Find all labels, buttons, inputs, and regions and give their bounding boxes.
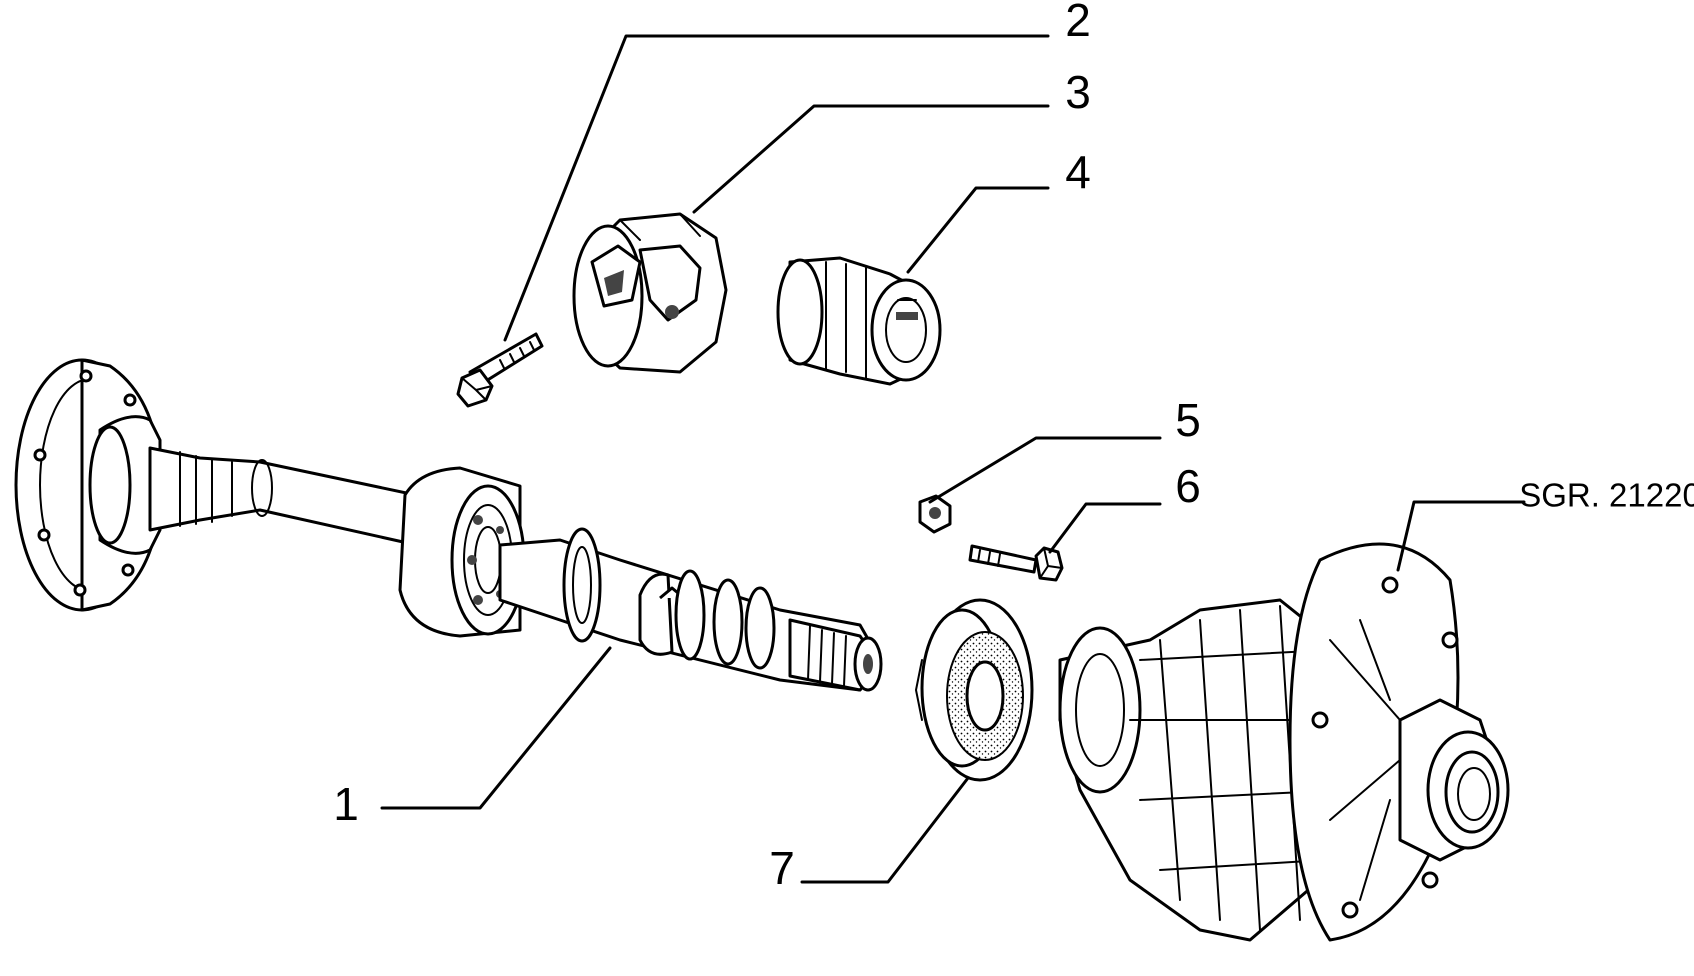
stud-part bbox=[968, 544, 1064, 582]
callout-5: 5 bbox=[1175, 394, 1201, 446]
callout-3: 3 bbox=[1065, 66, 1091, 118]
callout-labels: 1 2 3 4 5 6 7 SGR. 21220 bbox=[333, 0, 1694, 894]
reference-label: SGR. 21220 bbox=[1519, 477, 1694, 514]
oil-seal-part bbox=[915, 598, 1034, 782]
callout-2: 2 bbox=[1065, 0, 1091, 46]
leader-line-7 bbox=[800, 776, 970, 884]
bolt-part bbox=[456, 332, 544, 408]
leader-line-6 bbox=[1048, 502, 1162, 554]
leader-line-ref bbox=[1396, 500, 1526, 572]
leader-lines bbox=[380, 34, 1526, 884]
cage-part bbox=[572, 212, 728, 374]
axle-shaft-part bbox=[14, 358, 883, 692]
leader-line-2 bbox=[503, 34, 1050, 342]
callout-4: 4 bbox=[1065, 146, 1091, 198]
leader-line-3 bbox=[692, 104, 1050, 214]
callout-1: 1 bbox=[333, 778, 359, 830]
leader-line-4 bbox=[906, 186, 1050, 274]
callout-6: 6 bbox=[1175, 460, 1201, 512]
callout-7: 7 bbox=[769, 842, 795, 894]
sleeve-part bbox=[776, 256, 942, 386]
nut-part bbox=[918, 494, 952, 534]
leader-line-5 bbox=[928, 436, 1162, 504]
leader-line-1 bbox=[380, 646, 612, 810]
differential-housing-part bbox=[1058, 542, 1510, 942]
